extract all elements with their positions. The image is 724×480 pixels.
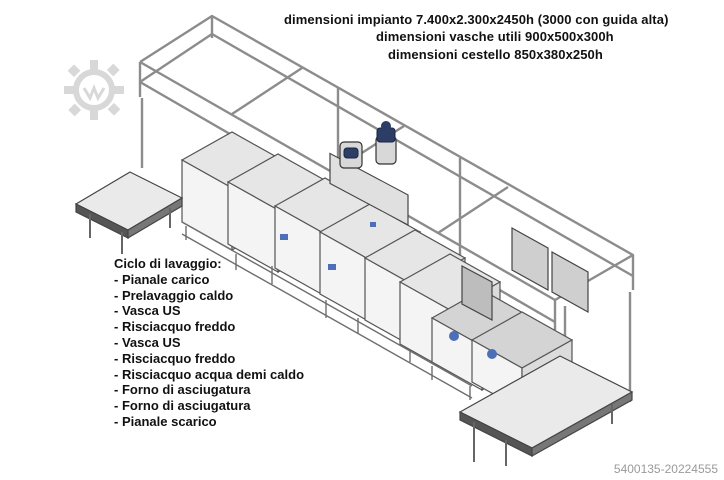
load-conveyor xyxy=(74,171,184,254)
cycle-step: Vasca US xyxy=(114,335,304,351)
unload-conveyor xyxy=(458,355,634,466)
spec-basket-dimensions: dimensioni cestello 850x380x250h xyxy=(388,47,603,62)
washing-cycle-steps: Pianale carico Prelavaggio caldo Vasca U… xyxy=(114,272,304,430)
oven-panels xyxy=(461,226,589,321)
motor-icon xyxy=(343,121,396,159)
spec-plant-dimensions: dimensioni impianto 7.400x2.300x2450h (3… xyxy=(284,12,669,27)
washing-cycle-title: Ciclo di lavaggio: xyxy=(114,256,222,271)
cycle-step: Risciacquo freddo xyxy=(114,319,304,335)
tank-modules xyxy=(180,131,574,412)
cycle-step: Prelavaggio caldo xyxy=(114,288,304,304)
washing-cycle: Ciclo di lavaggio: Pianale carico Prelav… xyxy=(114,256,304,430)
cycle-step: Vasca US xyxy=(114,303,304,319)
cycle-step: Forno di asciugatura xyxy=(114,382,304,398)
gear-logo-icon xyxy=(64,60,124,120)
cycle-step: Pianale carico xyxy=(114,272,304,288)
spec-tank-dimensions: dimensioni vasche utili 900x500x300h xyxy=(376,29,614,44)
blue-fittings xyxy=(280,222,497,359)
cycle-step: Risciacquo freddo xyxy=(114,351,304,367)
reference-code: 5400135-20224555 xyxy=(613,462,718,476)
cycle-step: Risciacquo acqua demi caldo xyxy=(114,367,304,383)
cycle-step: Forno di asciugatura xyxy=(114,398,304,414)
cycle-step: Pianale scarico xyxy=(114,414,304,430)
